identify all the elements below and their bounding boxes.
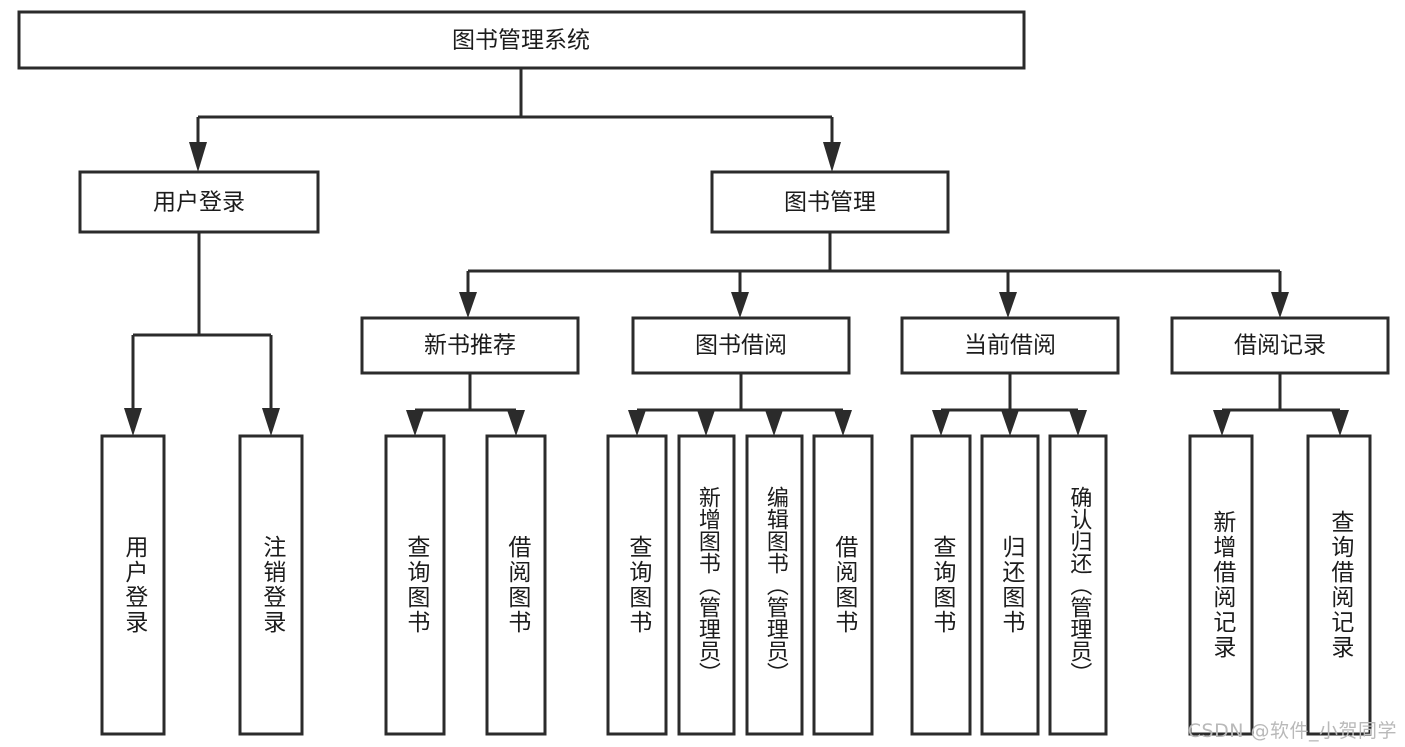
node-borrow-record[interactable]: 借阅记录: [1170, 316, 1390, 375]
node-new-book-rec-box[interactable]: [360, 316, 580, 375]
node-borrow-record-label: 借阅记录: [1234, 333, 1326, 359]
node-leaf-query-book-2-box[interactable]: [606, 434, 668, 736]
node-root[interactable]: 图书管理系统: [17, 10, 1026, 70]
connectors-current-borrow-to-leaves: [932, 373, 1087, 436]
arrow-head-book-borrow: [731, 292, 749, 318]
connectors-new-book-rec-to-leaves: [406, 373, 525, 436]
connectors-root-to-level1: [189, 68, 841, 172]
arrow-head-new-book-rec: [459, 292, 477, 318]
connectors-borrow-record-to-leaves: [1213, 373, 1349, 436]
node-book-borrow-box[interactable]: [631, 316, 851, 375]
connectors-book-manage-to-level2: [459, 232, 1289, 318]
arrow-head-user-login: [189, 142, 207, 172]
node-current-borrow-box[interactable]: [900, 316, 1120, 375]
node-book-manage-box[interactable]: [710, 170, 950, 234]
node-leaf-user-login-box[interactable]: [100, 434, 166, 736]
arrow-head-leaf-confirm-return: [1069, 410, 1087, 436]
node-user-login[interactable]: 用户登录: [78, 170, 320, 234]
node-leaf-add-book-box[interactable]: [677, 434, 736, 736]
node-book-borrow-label: 图书借阅: [695, 333, 787, 359]
arrow-head-leaf-query-book-2: [628, 410, 646, 436]
node-leaf-confirm-return-box[interactable]: [1048, 434, 1108, 736]
connectors-user-login-to-leaves: [124, 232, 280, 436]
arrow-head-book-manage: [823, 142, 841, 172]
node-leaf-add-record-box[interactable]: [1188, 434, 1254, 736]
arrow-head-leaf-add-record: [1213, 410, 1231, 436]
arrow-head-leaf-return-book: [1001, 410, 1019, 436]
arrow-head-borrow-record: [1271, 292, 1289, 318]
node-leaf-borrow-book-1-box[interactable]: [485, 434, 547, 736]
node-leaf-return-book-box[interactable]: [980, 434, 1040, 736]
node-new-book-rec[interactable]: 新书推荐: [360, 316, 580, 375]
node-root-box[interactable]: [17, 10, 1026, 70]
node-borrow-record-box[interactable]: [1170, 316, 1390, 375]
node-book-manage[interactable]: 图书管理: [710, 170, 950, 234]
node-leaf-query-record-box[interactable]: [1306, 434, 1372, 736]
node-user-login-box[interactable]: [78, 170, 320, 234]
leaf-boxes: [100, 434, 1372, 736]
arrow-head-leaf-query-book-1: [406, 410, 424, 436]
node-leaf-query-book-3-box[interactable]: [910, 434, 972, 736]
node-new-book-rec-label: 新书推荐: [424, 333, 516, 359]
arrow-head-leaf-user-login: [124, 408, 142, 436]
node-book-borrow[interactable]: 图书借阅: [631, 316, 851, 375]
node-root-label: 图书管理系统: [452, 28, 590, 54]
node-current-borrow[interactable]: 当前借阅: [900, 316, 1120, 375]
watermark-text: CSDN @软件_小贺同学: [1187, 720, 1397, 742]
arrow-head-leaf-borrow-book-2: [834, 410, 852, 436]
node-user-login-label: 用户登录: [153, 190, 245, 216]
arrow-head-leaf-add-book: [697, 410, 715, 436]
node-leaf-edit-book-box[interactable]: [745, 434, 804, 736]
node-leaf-borrow-book-2-box[interactable]: [812, 434, 874, 736]
arrow-head-leaf-borrow-book-1: [507, 410, 525, 436]
node-leaf-query-book-1-box[interactable]: [384, 434, 446, 736]
arrow-head-leaf-user-logout: [262, 408, 280, 436]
arrow-head-leaf-edit-book: [765, 410, 783, 436]
node-book-manage-label: 图书管理: [784, 190, 876, 216]
arrow-head-current-borrow: [999, 292, 1017, 318]
arrow-head-leaf-query-book-3: [932, 410, 950, 436]
node-leaf-user-logout-box[interactable]: [238, 434, 304, 736]
connectors-book-borrow-to-leaves: [628, 373, 852, 436]
node-current-borrow-label: 当前借阅: [964, 333, 1056, 359]
arrow-head-leaf-query-record: [1331, 410, 1349, 436]
